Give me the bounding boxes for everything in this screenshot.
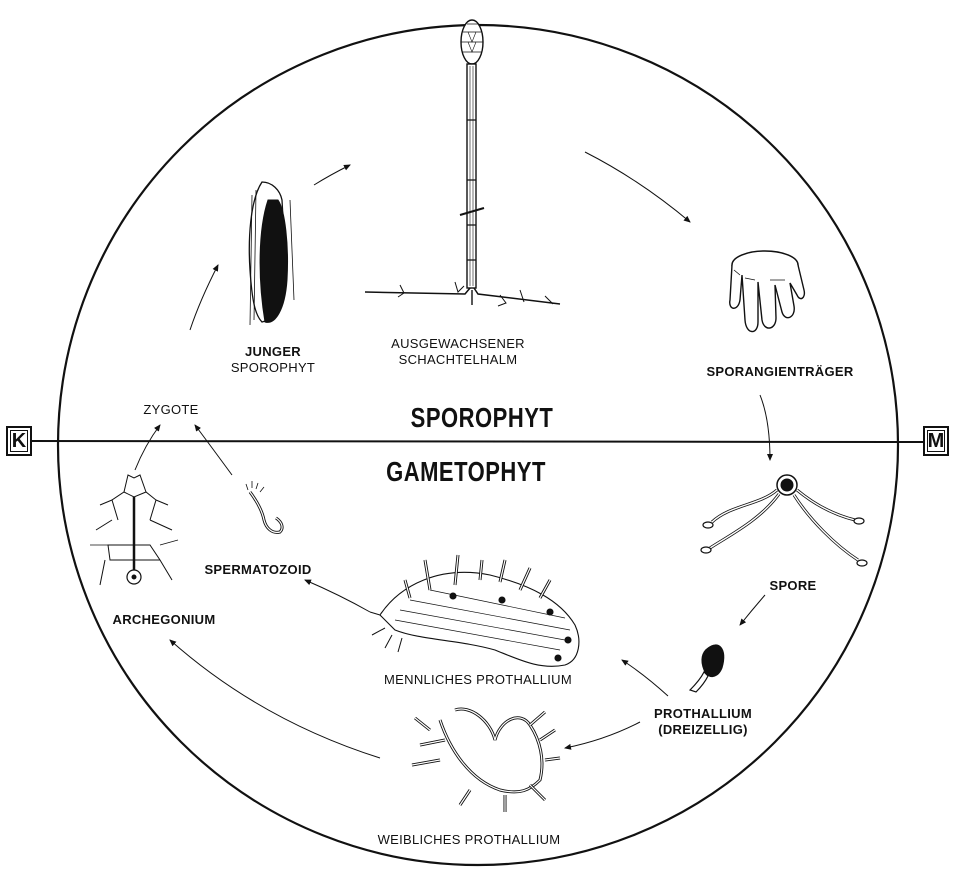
arrow-zygote-to-young [190,265,218,330]
label-archegonium: ARCHEGONIUM [113,612,216,627]
phase-divider-line [30,441,928,442]
young-sporophyte-illustration [249,182,294,325]
right-marker-m: M [923,426,949,456]
cycle-arrows [135,152,770,758]
arrow-prothallium-to-female [565,722,640,748]
label-spermatozoid: SPERMATOZOID [204,562,311,577]
arrow-sporangiophore-to-spore [760,395,770,460]
label-young-sporophyte-line2: SPOROPHYT [231,360,315,375]
spore-illustration [701,475,867,566]
arrow-spermatozoid-to-zygote [195,425,232,475]
label-sporangiophore: SPORANGIENTRÄGER [706,364,853,379]
arrow-archegonium-to-zygote [135,425,160,470]
label-adult-horsetail-line1: AUSGEWACHSENER [391,336,525,351]
label-adult-horsetail-line2: SCHACHTELHALM [399,352,518,367]
archegonium-illustration [90,475,178,585]
left-marker-k: K [6,426,32,456]
label-male-prothallium: MENNLICHES PROTHALLIUM [384,672,572,687]
arrow-spore-to-prothallium [740,595,765,625]
arrow-adult-to-sporangiophore [585,152,690,222]
sporangiophore-illustration [730,251,805,332]
cycle-circle [58,25,898,865]
arrow-female-to-archegonium [170,640,380,758]
label-young-sporophyte-line1: JUNGER [245,344,301,359]
prothallium-three-celled-illustration [690,645,724,692]
male-prothallium-illustration [370,555,579,666]
label-female-prothallium: WEIBLICHES PROTHALLIUM [378,832,561,847]
adult-horsetail-illustration [365,20,560,306]
arrow-prothallium-to-male [622,660,668,696]
label-prothallium-line2: (DREIZELLIG) [658,722,748,737]
label-prothallium-line1: PROTHALLIUM [654,706,752,721]
sporophyte-phase-title: SPOROPHYT [411,402,554,435]
label-zygote: ZYGOTE [143,402,198,417]
arrow-young-to-adult [314,165,350,185]
label-spore: SPORE [769,578,816,593]
spermatozoid-illustration [246,481,282,532]
arrow-male-to-spermatozoid [305,580,370,612]
gametophyte-phase-title: GAMETOPHYT [386,456,546,489]
female-prothallium-illustration [412,709,560,812]
